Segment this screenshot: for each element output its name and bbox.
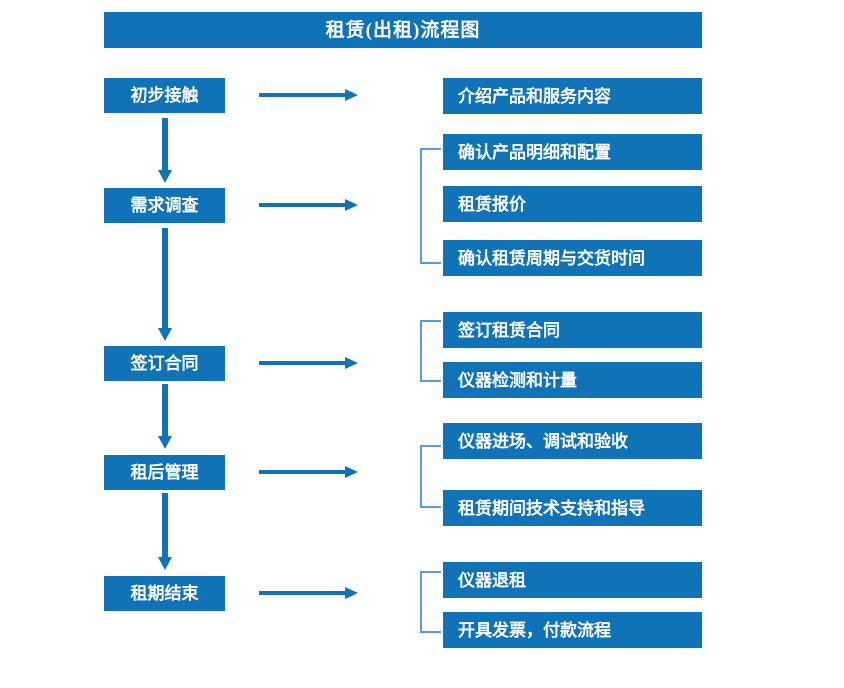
detail-label-5-1: 仪器退租 bbox=[458, 570, 526, 590]
group-bracket-2 bbox=[418, 148, 442, 264]
arrow-right-icon-3 bbox=[259, 356, 359, 370]
detail-box-5-2[interactable]: 开具发票，付款流程 bbox=[443, 612, 702, 648]
group-bracket-3 bbox=[418, 320, 442, 382]
detail-label-2-2: 租赁报价 bbox=[458, 194, 526, 214]
detail-box-4-2[interactable]: 租赁期间技术支持和指导 bbox=[443, 490, 702, 526]
stage-box-5[interactable]: 租期结束 bbox=[104, 576, 225, 611]
detail-label-1-1: 介绍产品和服务内容 bbox=[458, 86, 611, 106]
stage-box-2[interactable]: 需求调查 bbox=[104, 188, 225, 223]
detail-label-5-2: 开具发票，付款流程 bbox=[458, 620, 611, 640]
arrow-right-icon-4 bbox=[259, 465, 359, 479]
diagram-title: 租赁(出租)流程图 bbox=[325, 19, 481, 41]
arrow-right-icon-5 bbox=[259, 586, 359, 600]
detail-label-3-1: 签订租赁合同 bbox=[458, 320, 560, 340]
detail-label-4-2: 租赁期间技术支持和指导 bbox=[458, 498, 645, 518]
detail-box-5-1[interactable]: 仪器退租 bbox=[443, 562, 702, 598]
detail-box-3-1[interactable]: 签订租赁合同 bbox=[443, 312, 702, 348]
arrow-down-icon-4 bbox=[157, 493, 173, 571]
stage-box-4[interactable]: 租后管理 bbox=[104, 455, 225, 490]
group-bracket-4 bbox=[418, 445, 442, 508]
detail-box-1-1[interactable]: 介绍产品和服务内容 bbox=[443, 78, 702, 114]
detail-box-3-2[interactable]: 仪器检测和计量 bbox=[443, 362, 702, 398]
group-bracket-5 bbox=[418, 571, 442, 633]
stage-label-5: 租期结束 bbox=[130, 584, 199, 603]
stage-label-2: 需求调查 bbox=[130, 196, 199, 215]
detail-label-4-1: 仪器进场、调试和验收 bbox=[458, 431, 628, 451]
detail-label-3-2: 仪器检测和计量 bbox=[458, 370, 577, 390]
stage-box-1[interactable]: 初步接触 bbox=[104, 78, 225, 113]
stage-label-1: 初步接触 bbox=[130, 86, 199, 105]
stage-label-4: 租后管理 bbox=[130, 463, 199, 482]
detail-label-2-3: 确认租赁周期与交货时间 bbox=[458, 248, 645, 268]
arrow-right-icon-1 bbox=[259, 88, 359, 102]
detail-box-2-3[interactable]: 确认租赁周期与交货时间 bbox=[443, 240, 702, 276]
detail-box-2-2[interactable]: 租赁报价 bbox=[443, 186, 702, 222]
arrow-down-icon-1 bbox=[157, 118, 173, 184]
stage-label-3: 签订合同 bbox=[130, 354, 199, 373]
arrow-down-icon-3 bbox=[157, 384, 173, 450]
detail-label-2-1: 确认产品明细和配置 bbox=[458, 142, 611, 162]
arrow-right-icon-2 bbox=[259, 198, 359, 212]
arrow-down-icon-2 bbox=[157, 228, 173, 342]
detail-box-2-1[interactable]: 确认产品明细和配置 bbox=[443, 134, 702, 170]
detail-box-4-1[interactable]: 仪器进场、调试和验收 bbox=[443, 423, 702, 459]
diagram-title-bar: 租赁(出租)流程图 bbox=[104, 12, 702, 48]
stage-box-3[interactable]: 签订合同 bbox=[104, 346, 225, 381]
